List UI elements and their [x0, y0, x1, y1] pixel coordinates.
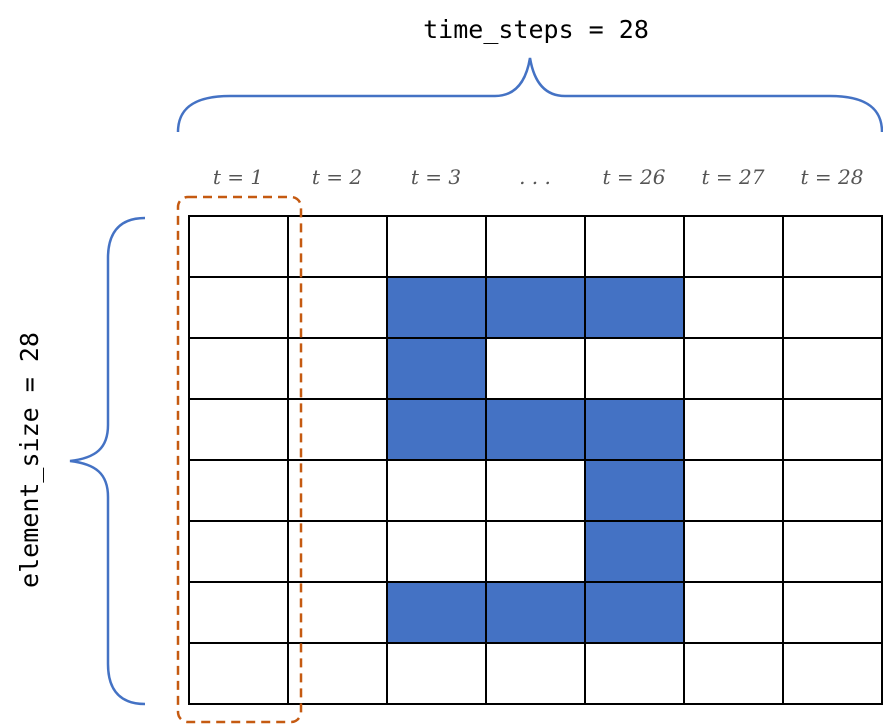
grid-cell-empty: [584, 642, 685, 705]
grid-cell-filled: [584, 398, 685, 461]
column-label-t2: t = 2: [312, 165, 362, 189]
grid-cell-empty: [485, 337, 586, 400]
pixel-grid: [188, 215, 883, 705]
grid-cell-empty: [188, 642, 289, 705]
grid-cell-empty: [782, 642, 883, 705]
grid-cell-empty: [683, 642, 784, 705]
grid-cell-empty: [386, 459, 487, 522]
top-brace: [176, 57, 883, 133]
grid-cell-empty: [584, 215, 685, 278]
time-steps-label: time_steps = 28: [423, 15, 649, 44]
grid-cell-empty: [683, 581, 784, 644]
grid-cell-empty: [188, 459, 289, 522]
grid-cell-empty: [287, 642, 388, 705]
grid-cell-empty: [782, 215, 883, 278]
column-label-t27: t = 27: [702, 165, 765, 189]
grid-cell-filled: [584, 581, 685, 644]
grid-cell-empty: [287, 520, 388, 583]
column-label-ellipsis: . . .: [519, 165, 551, 189]
grid-cell-empty: [782, 337, 883, 400]
grid-cell-empty: [683, 398, 784, 461]
first-timestep-highlight: [176, 195, 303, 724]
grid-cell-filled: [386, 276, 487, 339]
grid-cell-empty: [782, 459, 883, 522]
grid-cell-empty: [683, 337, 784, 400]
grid-cell-empty: [188, 337, 289, 400]
column-labels: t = 1 t = 2 t = 3 . . . t = 26 t = 27 t …: [213, 165, 864, 189]
grid-cell-empty: [782, 276, 883, 339]
grid-cell-empty: [485, 215, 586, 278]
grid-cell-empty: [485, 642, 586, 705]
grid-cell-empty: [287, 276, 388, 339]
grid-cell-empty: [386, 642, 487, 705]
column-label-t1: t = 1: [213, 165, 263, 189]
left-brace: [69, 216, 146, 706]
grid-cell-empty: [287, 581, 388, 644]
grid-cell-filled: [386, 581, 487, 644]
grid-cell-filled: [485, 276, 586, 339]
grid-cell-empty: [683, 459, 784, 522]
grid-cell-empty: [188, 215, 289, 278]
grid-cell-empty: [188, 398, 289, 461]
grid-cell-empty: [188, 520, 289, 583]
grid-cell-filled: [584, 276, 685, 339]
grid-cell-filled: [386, 337, 487, 400]
grid-cell-empty: [287, 337, 388, 400]
grid-cell-empty: [782, 398, 883, 461]
element-size-label: element_size = 28: [15, 332, 44, 588]
grid-cell-empty: [287, 398, 388, 461]
column-label-t28: t = 28: [801, 165, 864, 189]
grid-cell-empty: [683, 215, 784, 278]
column-label-t26: t = 26: [603, 165, 666, 189]
grid-cell-empty: [188, 581, 289, 644]
grid-cell-empty: [782, 581, 883, 644]
grid-cell-empty: [287, 459, 388, 522]
grid-cell-empty: [584, 337, 685, 400]
grid-cell-filled: [386, 398, 487, 461]
grid-cell-empty: [188, 276, 289, 339]
column-label-t3: t = 3: [411, 165, 461, 189]
grid-cell-filled: [485, 398, 586, 461]
grid-cell-filled: [584, 520, 685, 583]
grid-cell-filled: [485, 581, 586, 644]
grid-cell-empty: [386, 520, 487, 583]
grid-cell-empty: [683, 276, 784, 339]
grid-cell-empty: [485, 459, 586, 522]
grid-cell-empty: [683, 520, 784, 583]
grid-cell-empty: [386, 215, 487, 278]
grid-cell-empty: [485, 520, 586, 583]
grid-cell-empty: [287, 215, 388, 278]
grid-cell-empty: [782, 520, 883, 583]
grid-cell-filled: [584, 459, 685, 522]
